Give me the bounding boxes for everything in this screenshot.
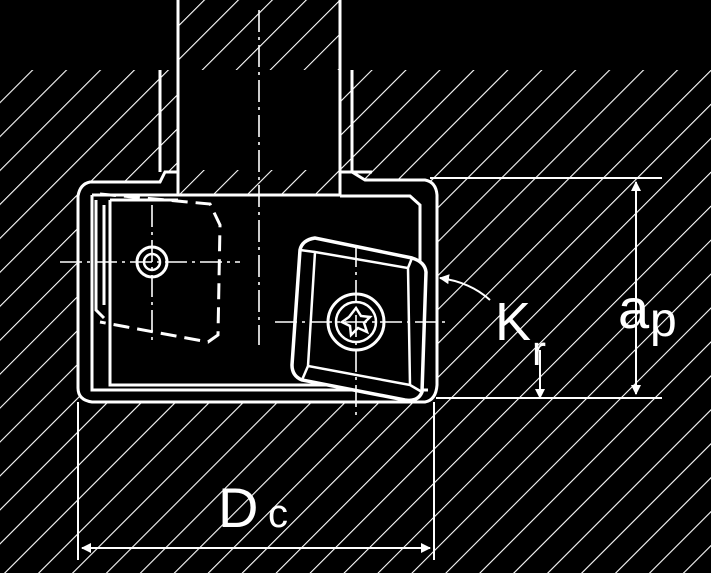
left-step [158,0,372,195]
right-insert-facet [299,248,423,394]
label-depth-sub: p [650,294,677,347]
label-angle-sub: r [532,327,546,374]
left-insert-hidden [99,192,222,344]
label-diameter-sub: c [268,492,288,536]
dim-depth [430,177,662,399]
dim-angle [439,274,545,399]
dim-diameter [77,402,435,560]
center-lines [60,10,445,420]
label-angle: K [495,292,531,352]
left-insert-side [94,200,106,320]
label-depth: a [618,277,650,340]
label-diameter: D [218,476,258,539]
